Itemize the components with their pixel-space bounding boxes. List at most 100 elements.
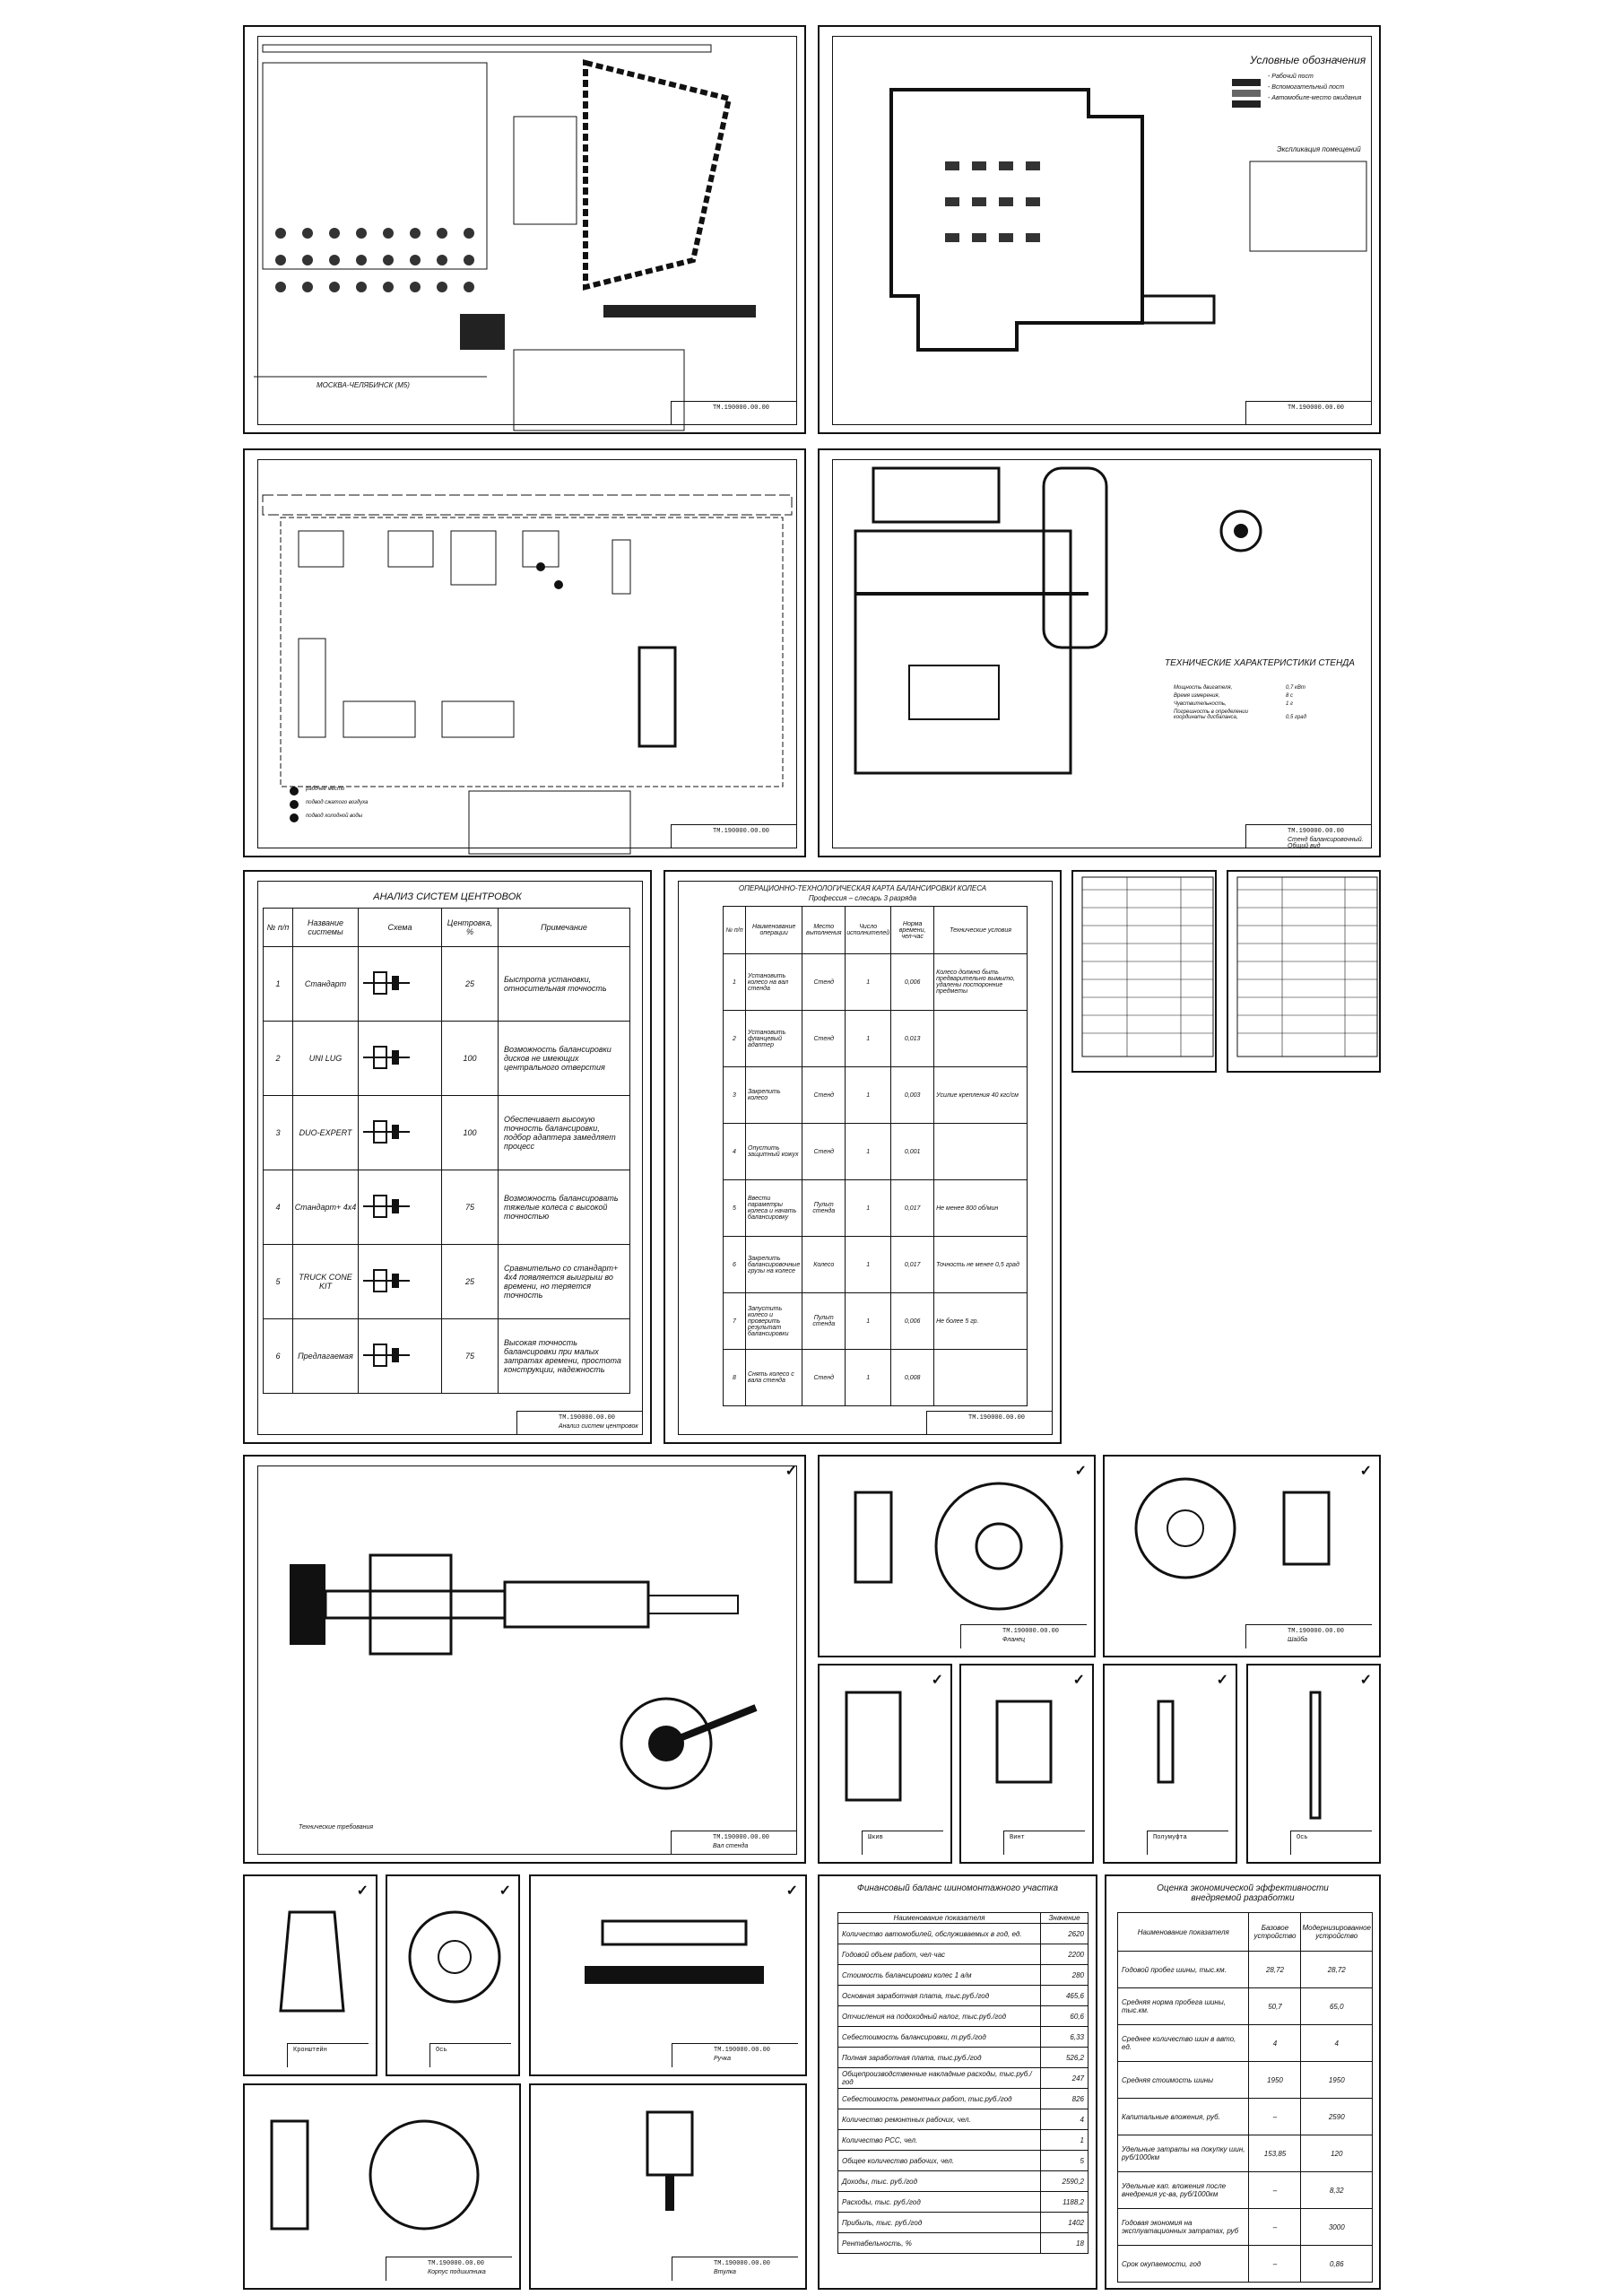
table-cell-k: Полная заработная плата, тыс.руб./год bbox=[837, 2047, 1041, 2068]
city-label: МОСКВА-ЧЕЛЯБИНСК (М5) bbox=[317, 381, 410, 389]
table-row: Количество автомобилей, обслуживаемых в … bbox=[837, 1923, 1089, 1944]
table-cell-scheme bbox=[358, 1170, 442, 1245]
table-cell-k: Себестоимость ремонтных работ, тыс.руб./… bbox=[837, 2088, 1041, 2109]
sheet-spec-2 bbox=[1227, 870, 1381, 1073]
table-cell-v: 6,33 bbox=[1040, 2026, 1089, 2048]
table-cell-cond: Не более 5 гр. bbox=[933, 1292, 1028, 1350]
title-block: Кронштейн bbox=[287, 2043, 369, 2067]
part-drawing bbox=[279, 1910, 345, 2013]
sheet-part-axle: ✓ Ось bbox=[1246, 1664, 1381, 1864]
table-cell-n: 5 bbox=[263, 1244, 293, 1319]
col-header: Примечание bbox=[498, 908, 630, 947]
table-cell-a: 4 bbox=[1248, 2024, 1302, 2062]
table-cell-n: 5 bbox=[723, 1179, 746, 1237]
table-cell-place: Пульт стенда bbox=[802, 1292, 846, 1350]
legend-item-1: - Рабочий пост bbox=[1268, 74, 1314, 80]
frame bbox=[832, 459, 1372, 848]
table-cell-place: Стенд bbox=[802, 1123, 846, 1180]
table-cell-scheme bbox=[358, 1318, 442, 1394]
table-cell-b: 65,0 bbox=[1300, 1987, 1373, 2025]
sheet-part-screw: ✓ Винт bbox=[959, 1664, 1094, 1864]
table-cell-place: Колесо bbox=[802, 1236, 846, 1293]
table-cell-pct: 75 bbox=[441, 1318, 499, 1394]
table-cell-pct: 25 bbox=[441, 946, 499, 1022]
table-row: Капитальные вложения, руб.–2590 bbox=[1116, 2098, 1373, 2135]
title-block: Ось bbox=[429, 2043, 511, 2067]
stand-spec-3-value: 1 г bbox=[1286, 701, 1293, 707]
table-cell-k: Количество РСС, чел. bbox=[837, 2129, 1041, 2151]
approved-check-icon: ✓ bbox=[1359, 1673, 1372, 1688]
table-cell-v: 18 bbox=[1040, 2232, 1089, 2254]
table-cell-note: Высокая точность балансировки при малых … bbox=[498, 1318, 630, 1394]
table-cell-norm: 0,017 bbox=[890, 1179, 935, 1237]
table-cell-a: – bbox=[1248, 2245, 1302, 2283]
efficiency-table: Наименование показателя Базовое устройст… bbox=[1116, 1912, 1373, 2283]
table-cell-pct: 25 bbox=[441, 1244, 499, 1319]
approved-check-icon: ✓ bbox=[1359, 1464, 1372, 1479]
table-cell-a: – bbox=[1248, 2098, 1302, 2135]
legend-title: Условные обозначения bbox=[1250, 54, 1366, 66]
table-cell-b: 4 bbox=[1300, 2024, 1373, 2062]
legend-item-2: - Вспомогательный пост bbox=[1268, 84, 1345, 91]
table-cell-v: 1 bbox=[1040, 2129, 1089, 2151]
table-cell-place: Пульт стенда bbox=[802, 1179, 846, 1237]
table-cell-a: – bbox=[1248, 2171, 1302, 2209]
table-cell-k: Основная заработная плата, тыс.руб./год bbox=[837, 1985, 1041, 2006]
table-cell-n: 3 bbox=[263, 1095, 293, 1170]
table-cell-k: Средняя норма пробега шины, тыс.км. bbox=[1116, 1987, 1250, 2025]
table-cell-k: Срок окупаемости, год bbox=[1116, 2245, 1250, 2283]
table-cell-v: 1402 bbox=[1040, 2212, 1089, 2233]
table-cell-cnt: 1 bbox=[845, 1179, 892, 1237]
col-header: Наименование операции bbox=[744, 906, 803, 954]
table-cell-pct: 75 bbox=[441, 1170, 499, 1245]
table-cell-place: Стенд bbox=[802, 953, 846, 1011]
table-cell-op: Установить колесо на вал стенда bbox=[744, 953, 803, 1011]
stand-spec-3-label: Чувствительность, bbox=[1174, 701, 1227, 707]
sheet-centering: АНАЛИЗ СИСТЕМ ЦЕНТРОВОК № п/п Название с… bbox=[243, 870, 652, 1444]
col-header: Название системы bbox=[292, 908, 359, 947]
table-cell-n: 3 bbox=[723, 1066, 746, 1124]
table-header-row: Наименование показателя Базовое устройст… bbox=[1116, 1912, 1373, 1952]
stand-spec-title: ТЕХНИЧЕСКИЕ ХАРАКТЕРИСТИКИ СТЕНДА bbox=[1165, 658, 1355, 668]
table-row: Себестоимость ремонтных работ, тыс.руб./… bbox=[837, 2088, 1089, 2109]
explication-title: Экспликация помещений bbox=[1277, 145, 1361, 153]
centering-scheme-icon bbox=[363, 1195, 410, 1218]
part-drawing bbox=[1157, 1700, 1175, 1784]
col-header: № п/п bbox=[723, 906, 746, 954]
table-cell-k: Расходы, тыс. руб./год bbox=[837, 2191, 1041, 2213]
table-cell-b: 3000 bbox=[1300, 2208, 1373, 2246]
stand-spec-4-value: 0,5 град bbox=[1286, 715, 1306, 720]
table-cell-a: 28,72 bbox=[1248, 1951, 1302, 1988]
table-cell-cond: Не менее 800 об/мин bbox=[933, 1179, 1028, 1237]
table-cell-cnt: 1 bbox=[845, 1349, 892, 1406]
table-cell-name: Стандарт+ 4x4 bbox=[292, 1170, 359, 1245]
table-cell-a: 50,7 bbox=[1248, 1987, 1302, 2025]
table-cell-v: 1188,2 bbox=[1040, 2191, 1089, 2213]
table-cell-n: 1 bbox=[263, 946, 293, 1022]
table-cell-name: UNI LUG bbox=[292, 1021, 359, 1096]
table-cell-v: 465,6 bbox=[1040, 1985, 1089, 2006]
sheet-part-coupling: ✓ Полумуфта bbox=[1103, 1664, 1237, 1864]
table-cell-k: Годовой объем работ, чел·час bbox=[837, 1944, 1041, 1965]
table-cell-op: Запустить колесо и проверить результат б… bbox=[744, 1292, 803, 1350]
title-block: Шкив bbox=[862, 1831, 943, 1855]
finance-title: Финансовый баланс шиномонтажного участка bbox=[856, 1883, 1059, 1893]
op-card-table: № п/п Наименование операции Место выполн… bbox=[723, 906, 1028, 1406]
table-cell-norm: 0,006 bbox=[890, 953, 935, 1011]
sheet-shaft: ✓ Технические требования ТМ.190000.00.00… bbox=[243, 1455, 806, 1864]
table-cell-cnt: 1 bbox=[845, 953, 892, 1011]
title-block: ТМ.190000.00.00 bbox=[671, 401, 797, 425]
